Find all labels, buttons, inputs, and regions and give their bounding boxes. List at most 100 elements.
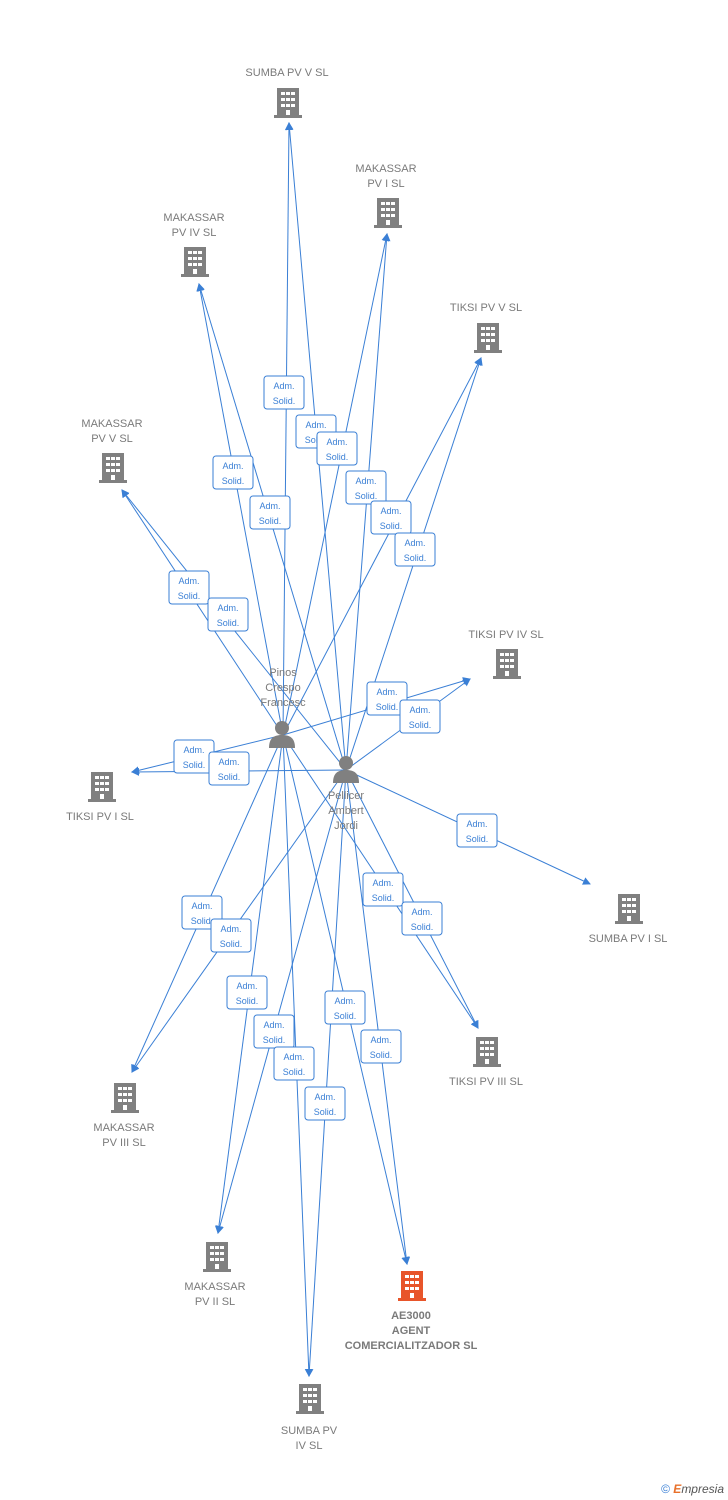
edge-label-pellicer-to-makassar-iii[interactable]: Adm.Solid. bbox=[210, 918, 252, 953]
edge-label-text: Solid. bbox=[191, 916, 214, 926]
edge-pinos-to-makassar-i bbox=[282, 233, 390, 736]
edge-label-pellicer-to-tiksi-iii[interactable]: Adm.Solid. bbox=[401, 901, 443, 936]
edge-label-pellicer-to-makassar-i[interactable]: Adm.Solid. bbox=[345, 470, 387, 505]
company-node-tiksi-iii[interactable]: TIKSI PV III SL bbox=[449, 1037, 523, 1088]
company-label: IV SL bbox=[296, 1440, 323, 1452]
edge-label-text: Solid. bbox=[259, 516, 282, 526]
edge-label-pellicer-to-makassar-iv[interactable]: Adm. Solid. bbox=[249, 495, 291, 530]
edge-label-pellicer-to-sumba-iv[interactable]: Adm.Solid. bbox=[304, 1086, 346, 1121]
building-icon bbox=[374, 198, 402, 228]
company-node-sumba-v[interactable]: SUMBA PV V SL bbox=[245, 67, 329, 118]
edge-label-pinos-to-ae3000[interactable]: Adm. Solid. bbox=[324, 990, 366, 1025]
edge-label-pellicer-to-sumba-i[interactable]: Adm. Solid. bbox=[456, 813, 498, 848]
edge-label-text: Solid. bbox=[263, 1035, 286, 1045]
edge-pinos-to-makassar-iv bbox=[196, 283, 284, 736]
edge-label-text: Adm. bbox=[191, 901, 212, 911]
company-node-tiksi-iv[interactable]: TIKSI PV IV SL bbox=[468, 629, 544, 679]
edge-label-text: Solid. bbox=[334, 1011, 357, 1021]
company-node-makassar-v[interactable]: MAKASSAR PV V SL bbox=[81, 418, 143, 483]
edge-label-pellicer-to-ae3000[interactable]: Adm.Solid. bbox=[360, 1029, 402, 1064]
edge-label-text: Adm. bbox=[183, 745, 204, 755]
person-label: Jordi bbox=[334, 820, 358, 832]
building-icon bbox=[88, 772, 116, 802]
edge-pinos-to-makassar-v bbox=[121, 489, 284, 736]
edge-label-text: Adm. bbox=[178, 576, 199, 586]
company-label: TIKSI PV V SL bbox=[450, 302, 522, 314]
edge-label-pinos-to-tiksi-v[interactable]: Adm.Solid. bbox=[370, 500, 412, 535]
person-label: Pinos bbox=[269, 667, 297, 679]
edge-label-text: Adm. bbox=[263, 1020, 284, 1030]
edge-label-pinos-to-tiksi-iv[interactable]: Adm.Solid. bbox=[366, 681, 408, 716]
company-label: AGENT bbox=[392, 1325, 431, 1337]
building-icon bbox=[111, 1083, 139, 1113]
edge-label-pellicer-to-makassar-ii[interactable]: Adm. Solid. bbox=[253, 1014, 295, 1049]
edge-label-pellicer-to-makassar-v[interactable]: Adm.Solid. bbox=[207, 597, 249, 632]
building-icon bbox=[474, 323, 502, 353]
edge-label-pinos-to-sumba-v[interactable]: Adm.Solid. bbox=[263, 375, 305, 410]
edge-label-text: Adm. bbox=[259, 501, 280, 511]
company-label: MAKASSAR bbox=[81, 418, 142, 430]
edge-pellicer-to-ae3000 bbox=[345, 769, 411, 1265]
person-label: Francesc bbox=[260, 697, 306, 709]
edge-label-pellicer-to-tiksi-v[interactable]: Adm.Solid. bbox=[394, 532, 436, 567]
company-label: COMERCIALITZADOR SL bbox=[345, 1340, 478, 1352]
edge-label-pinos-to-sumba-iv[interactable]: Adm.Solid. bbox=[273, 1046, 315, 1081]
edge-label-text: Solid. bbox=[404, 553, 427, 563]
edge-label-pinos-to-tiksi-i[interactable]: Adm.Solid. bbox=[173, 739, 215, 774]
building-icon bbox=[493, 649, 521, 679]
edge-label-text: Solid. bbox=[273, 396, 296, 406]
company-label: PV V SL bbox=[91, 433, 133, 445]
edge-label-box bbox=[249, 495, 291, 530]
edge-label-box bbox=[168, 570, 210, 605]
edge-label-pinos-to-makassar-i[interactable]: Adm. Solid. bbox=[316, 431, 358, 466]
edge-label-pellicer-to-tiksi-i[interactable]: Adm.Solid. bbox=[208, 751, 250, 786]
edge-label-box bbox=[212, 455, 254, 490]
edge-label-box bbox=[366, 681, 408, 716]
edge-label-box bbox=[360, 1029, 402, 1064]
edge-label-text: Adm. bbox=[326, 437, 347, 447]
edge-label-text: Solid. bbox=[236, 996, 259, 1006]
edge-label-pinos-to-tiksi-iii[interactable]: Adm.Solid. bbox=[362, 872, 404, 907]
edge-label-pinos-to-makassar-ii[interactable]: Adm.Solid. bbox=[226, 975, 268, 1010]
company-node-tiksi-v[interactable]: TIKSI PV V SL bbox=[450, 302, 522, 353]
company-node-tiksi-i[interactable]: TIKSI PV I SL bbox=[66, 772, 134, 823]
edge-label-text: Solid. bbox=[220, 939, 243, 949]
edge-label-text: Adm. bbox=[466, 819, 487, 829]
edge-label-text: Adm. bbox=[355, 476, 376, 486]
edge-label-pinos-to-makassar-v[interactable]: Adm.Solid. bbox=[168, 570, 210, 605]
edge-label-box bbox=[210, 918, 252, 953]
building-icon bbox=[274, 88, 302, 118]
edge-label-text: Solid. bbox=[326, 452, 349, 462]
edge-label-text: Solid. bbox=[376, 702, 399, 712]
company-label: AE3000 bbox=[391, 1310, 431, 1322]
building-icon bbox=[398, 1271, 426, 1301]
person-icon bbox=[269, 721, 295, 748]
edge-label-pellicer-to-tiksi-iv[interactable]: Adm.Solid. bbox=[399, 699, 441, 734]
company-label: MAKASSAR bbox=[163, 212, 224, 224]
edge-label-box bbox=[208, 751, 250, 786]
company-node-sumba-i[interactable]: SUMBA PV I SL bbox=[589, 894, 668, 945]
footer-credit: © Empresia bbox=[661, 1482, 724, 1496]
edge-label-pinos-to-makassar-iv[interactable]: Adm.Solid. bbox=[212, 455, 254, 490]
edge-label-box bbox=[399, 699, 441, 734]
edge-label-text: Adm. bbox=[334, 996, 355, 1006]
copyright-symbol: © bbox=[661, 1482, 670, 1496]
edge-label-text: Solid. bbox=[217, 618, 240, 628]
edge-label-text: Solid. bbox=[222, 476, 245, 486]
company-label: SUMBA PV I SL bbox=[589, 933, 668, 945]
edge-label-box bbox=[394, 532, 436, 567]
edge-label-text: Adm. bbox=[411, 907, 432, 917]
building-icon bbox=[99, 453, 127, 483]
edge-label-text: Solid. bbox=[466, 834, 489, 844]
building-icon bbox=[181, 247, 209, 277]
edge-label-box bbox=[207, 597, 249, 632]
